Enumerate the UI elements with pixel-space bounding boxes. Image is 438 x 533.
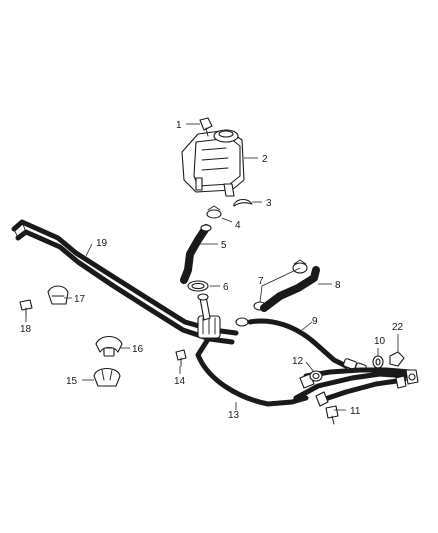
callout-7: 7 (258, 276, 264, 287)
return-hose-9 (247, 318, 367, 373)
tube-junction-fitting (197, 293, 221, 339)
callout-3: 3 (266, 198, 272, 209)
callout-2: 2 (262, 154, 268, 165)
callout-16: 16 (132, 344, 144, 355)
clip-3 (233, 198, 253, 207)
callout-17: 17 (74, 294, 86, 305)
leader-lines (25, 123, 399, 411)
callout-14: 14 (174, 376, 186, 387)
clamp-4 (206, 205, 222, 219)
bolt-14 (175, 349, 187, 367)
o-ring-12 (309, 370, 323, 382)
callout-13: 13 (228, 410, 240, 421)
callout-8: 8 (335, 280, 341, 291)
supply-hose-5 (180, 224, 212, 284)
callout-11: 11 (350, 406, 361, 417)
callout-1: 1 (176, 120, 182, 131)
callout-9: 9 (312, 316, 318, 327)
callout-4: 4 (235, 220, 241, 231)
nut-22 (389, 351, 405, 367)
callout-12: 12 (292, 356, 304, 367)
clip-15 (93, 367, 121, 387)
o-ring-6 (187, 280, 209, 292)
bolt-18 (19, 299, 33, 317)
bolt-11 (325, 405, 339, 425)
callout-5: 5 (221, 240, 227, 251)
callout-18: 18 (20, 324, 32, 335)
callout-22: 22 (392, 322, 404, 333)
clamp-16 (95, 335, 123, 357)
clamp-7-upper (292, 259, 308, 274)
clip-17 (47, 285, 69, 305)
callout-10: 10 (374, 336, 386, 347)
callout-19: 19 (96, 238, 108, 249)
callout-6: 6 (223, 282, 229, 293)
reservoir-2 (181, 129, 245, 197)
callout-labels: 1 2 3 4 5 6 7 8 9 10 11 12 13 14 15 16 1… (20, 120, 404, 421)
callout-15: 15 (66, 376, 78, 387)
pressure-hose-13 (195, 333, 309, 407)
hose-8 (260, 266, 320, 312)
bolt-1 (199, 117, 213, 137)
gear-tube-bundle (293, 367, 419, 407)
washer-10 (372, 355, 384, 369)
